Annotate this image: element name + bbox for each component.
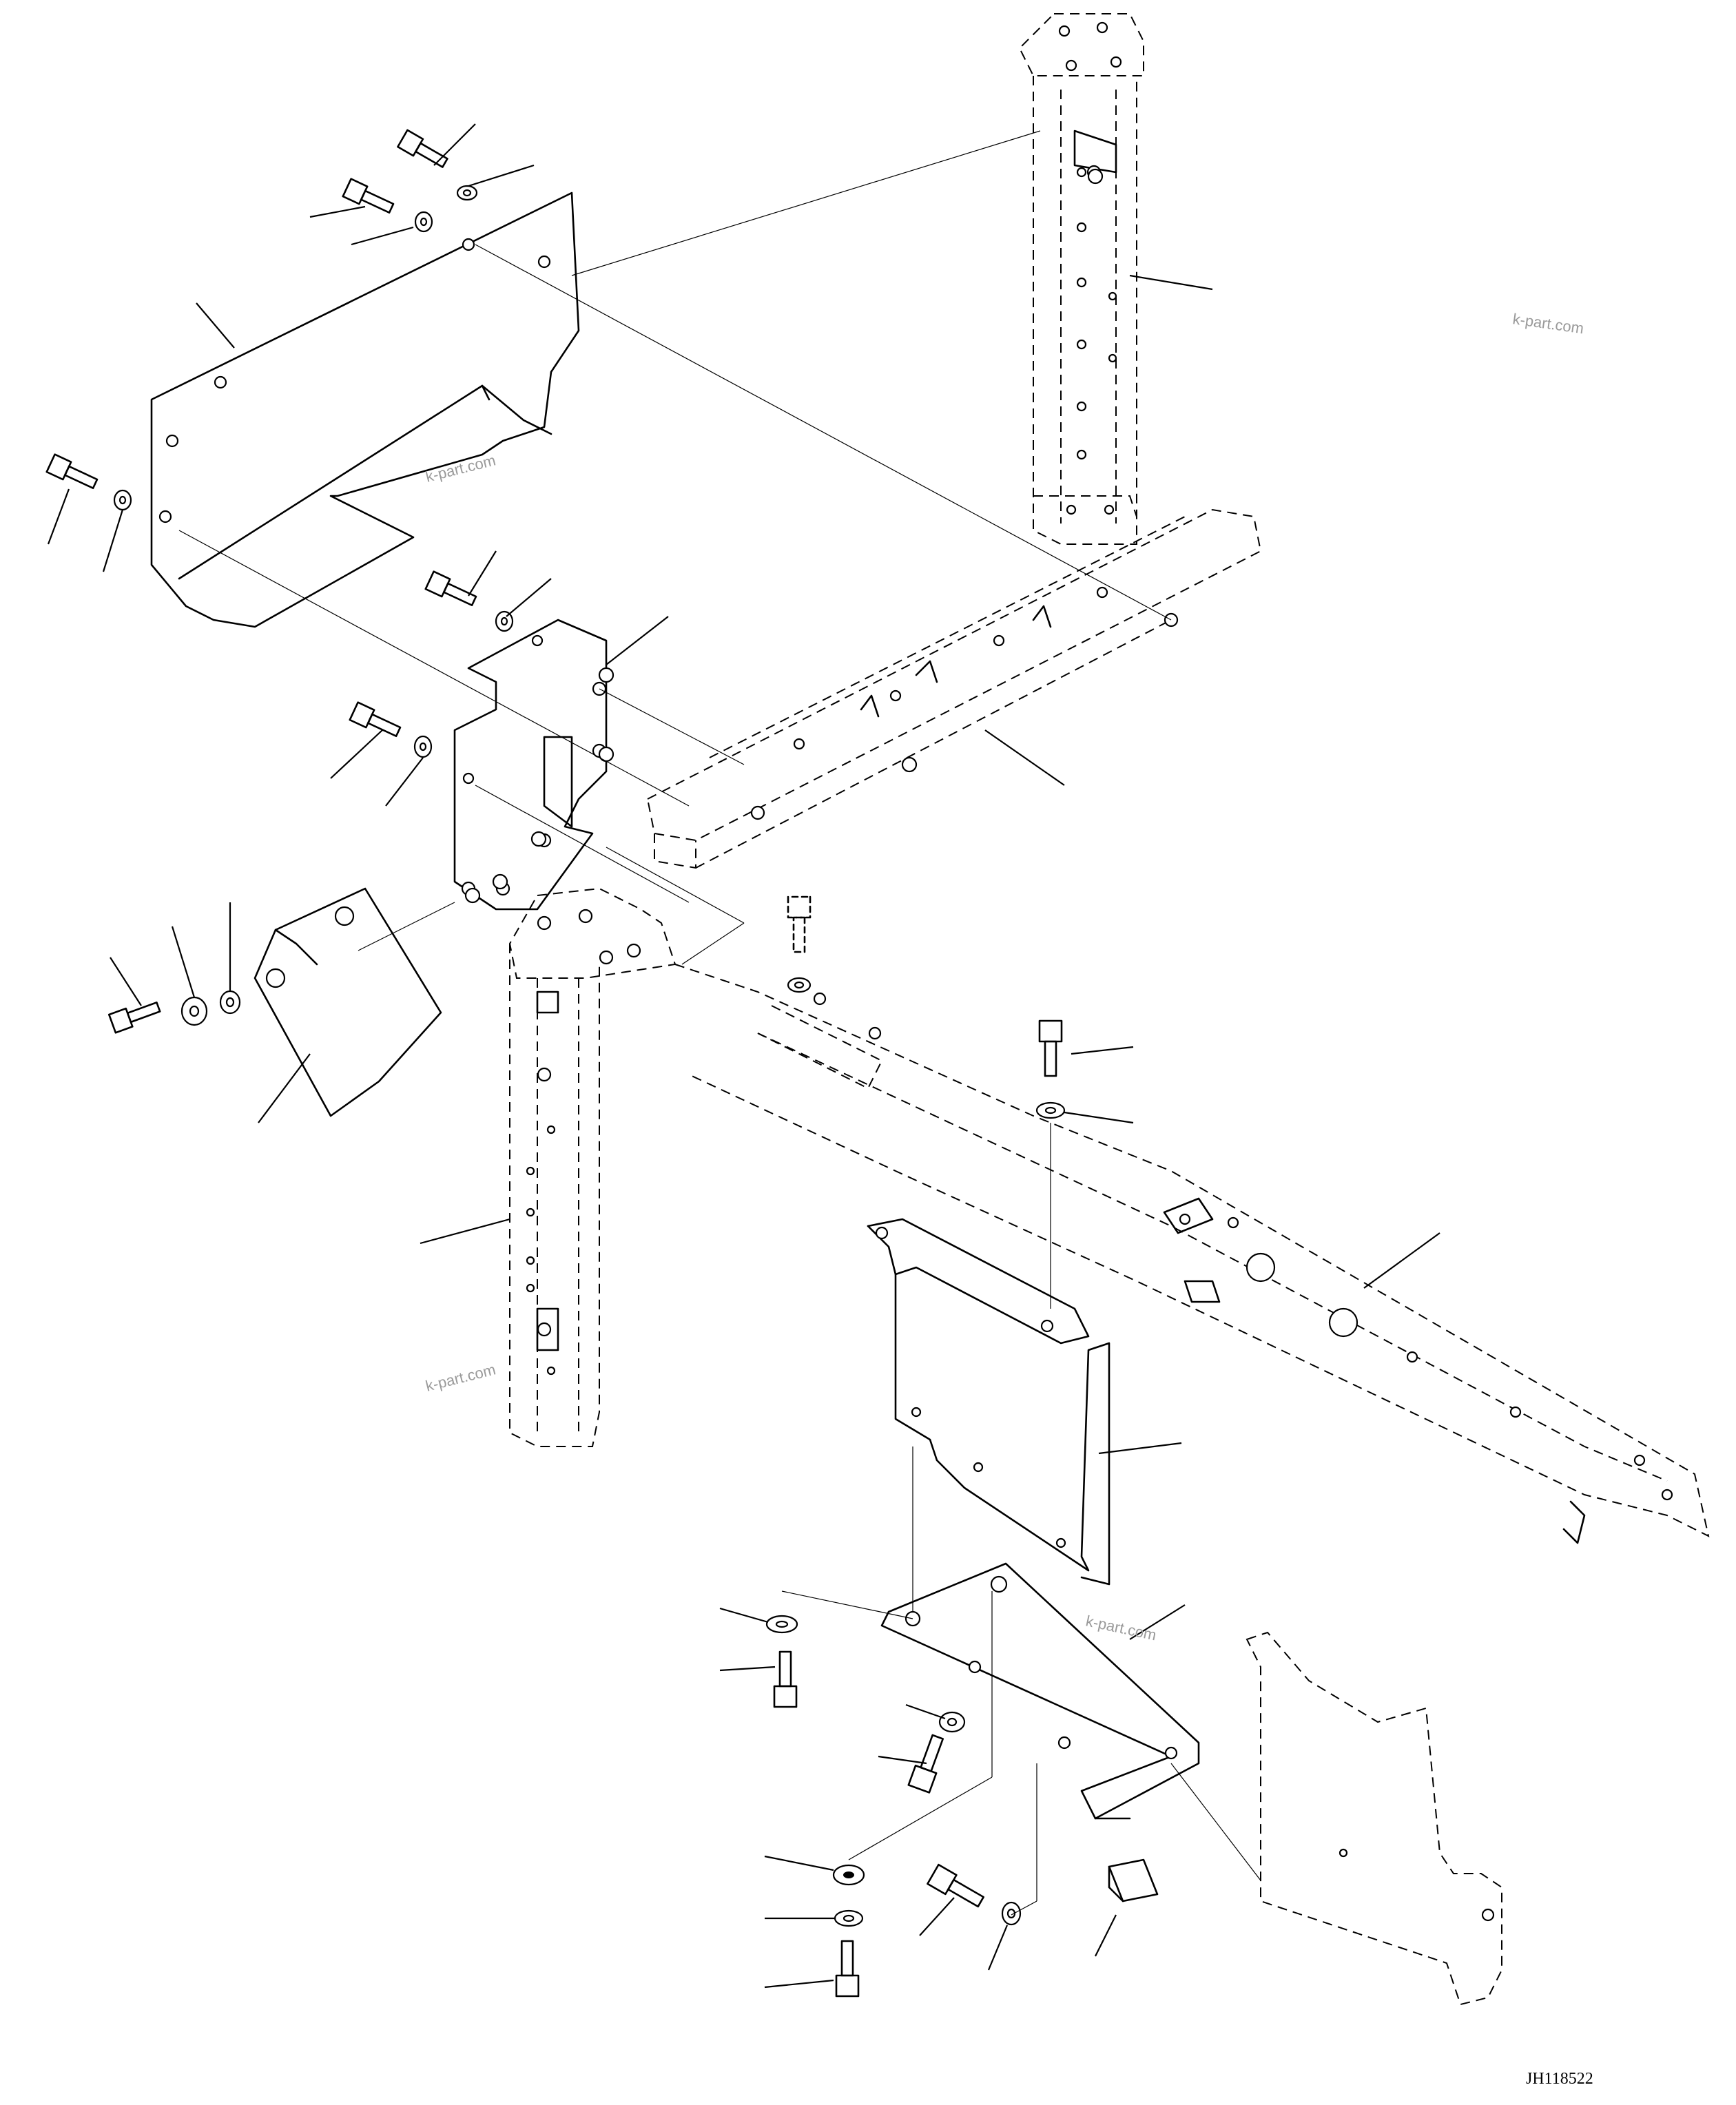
watermarks: k-part.com k-part.com k-part.com k-part.…: [424, 310, 1585, 1643]
bolt: [107, 1001, 161, 1034]
lower-right-hidden-panel: [1246, 1631, 1502, 2006]
fasteners: [45, 129, 1104, 1998]
bolt: [835, 1940, 860, 1998]
middle-bracket: [453, 619, 608, 911]
watermark-text: k-part.com: [1084, 1612, 1158, 1643]
lower-left-post: [508, 887, 676, 1447]
washer: [113, 489, 132, 511]
bolt: [907, 1734, 944, 1794]
washer: [495, 610, 514, 632]
washer: [1001, 1901, 1022, 1926]
washer: [765, 1615, 798, 1634]
washer: [1035, 1101, 1066, 1119]
washer: [456, 185, 478, 201]
bolt: [424, 570, 477, 607]
bolt: [773, 1650, 798, 1708]
washer: [787, 977, 812, 993]
watermark-text: k-part.com: [424, 1360, 497, 1394]
washer: [938, 1711, 966, 1733]
bolt: [927, 1863, 984, 1908]
bolt: [349, 701, 402, 738]
lower-frame-rail: [674, 964, 1710, 1544]
washer: [219, 990, 241, 1015]
bolt: [45, 453, 99, 490]
washer: [414, 211, 433, 233]
upper-right-post: [1018, 13, 1144, 545]
washer: [832, 1864, 865, 1886]
washer: [413, 735, 433, 758]
bolt: [342, 178, 395, 214]
small-angled-plate: [254, 887, 442, 1117]
leader-lines: [47, 123, 1440, 1989]
upper-cover-plate: [150, 191, 580, 628]
drawing-number: JH118522: [1526, 2070, 1593, 2088]
lower-slanted-plate: [880, 1562, 1200, 1820]
watermark-text: k-part.com: [424, 451, 497, 485]
center-vertical-plate: [867, 1218, 1110, 1586]
upper-frame-rail: [646, 508, 1262, 869]
bolt: [397, 129, 448, 168]
alignment-lines: [178, 130, 1261, 1916]
watermark-text: k-part.com: [1511, 310, 1584, 337]
washer: [180, 996, 208, 1026]
bolt: [787, 895, 812, 953]
washer: [834, 1909, 864, 1927]
bolt: [1038, 1019, 1063, 1077]
rubber-pad: [1108, 1858, 1159, 1902]
